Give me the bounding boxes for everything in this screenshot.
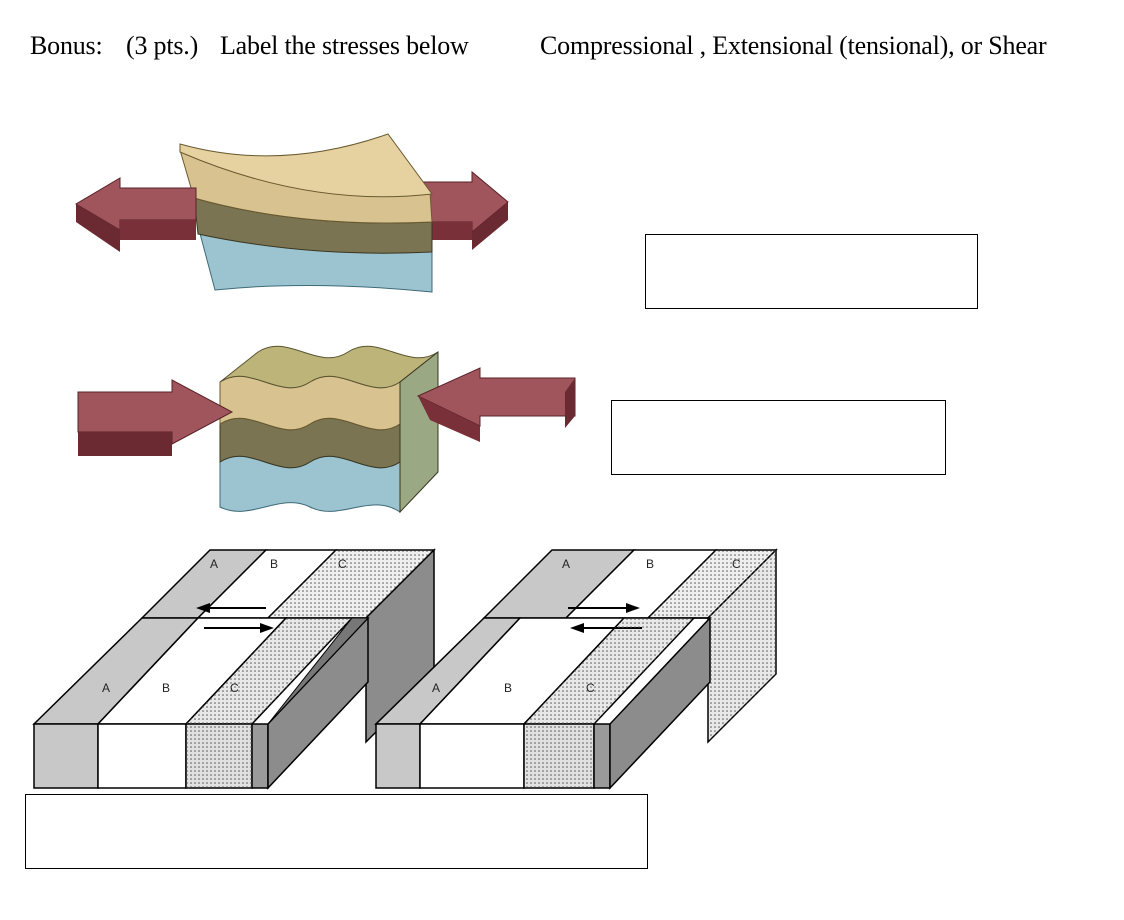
left-front-face-c-stipple [186, 724, 252, 788]
right-front-face-A [375, 723, 421, 789]
right-back-side-stipple [708, 550, 776, 742]
right-front-arrowhead [570, 623, 584, 633]
answer-box-shear[interactable] [25, 794, 648, 869]
right-front-c-stipple [524, 618, 694, 724]
right-back-label-b: B [646, 557, 654, 571]
right-front-label-b: B [504, 681, 512, 695]
right-arrow-side [472, 202, 508, 250]
right-front-face-end [593, 723, 611, 789]
left-front-face-B [97, 723, 187, 789]
left-front-label-a: A [102, 681, 110, 695]
left-back-arrowhead [196, 603, 210, 613]
left-front-label-b: B [162, 681, 170, 695]
left-back-label-a: A [210, 557, 218, 571]
right-back-label-a: A [562, 557, 570, 571]
left-back-label-b: B [270, 557, 278, 571]
right-front-label-a: A [432, 681, 440, 695]
left-back-c-stipple [268, 550, 434, 618]
right-front-face-B [419, 723, 525, 789]
answer-box-compression[interactable] [611, 400, 946, 475]
right-compress-arrow-side [565, 378, 575, 428]
left-front-face-end [251, 723, 269, 789]
left-front-c-stipple [186, 618, 352, 724]
layer-tan-top [179, 133, 433, 198]
right-back-arrowhead [626, 603, 640, 613]
header: Bonus: (3 pts.) Label the stresses below… [30, 28, 1110, 64]
answer-box-tension[interactable] [645, 234, 978, 309]
shear-diagram: A B C A B C A B C A B C [32, 548, 778, 790]
left-compress-arrow-side [78, 432, 172, 456]
left-arrow-side [76, 204, 120, 252]
instruction-text: Label the stresses below [220, 31, 469, 60]
options-text: Compressional , Extensional (tensional),… [540, 31, 1047, 60]
bonus-label: Bonus: [30, 31, 103, 60]
left-front-arrowhead [260, 623, 274, 633]
right-front-face-c-stipple [524, 724, 594, 788]
points-label: (3 pts.) [126, 31, 199, 60]
left-front-face-A [33, 723, 99, 789]
left-arrow-side-2 [120, 220, 196, 252]
right-back-c-stipple [648, 550, 776, 618]
right-compress-arrow-under [418, 396, 480, 442]
compression-diagram [77, 345, 576, 514]
tension-diagram [75, 133, 509, 293]
